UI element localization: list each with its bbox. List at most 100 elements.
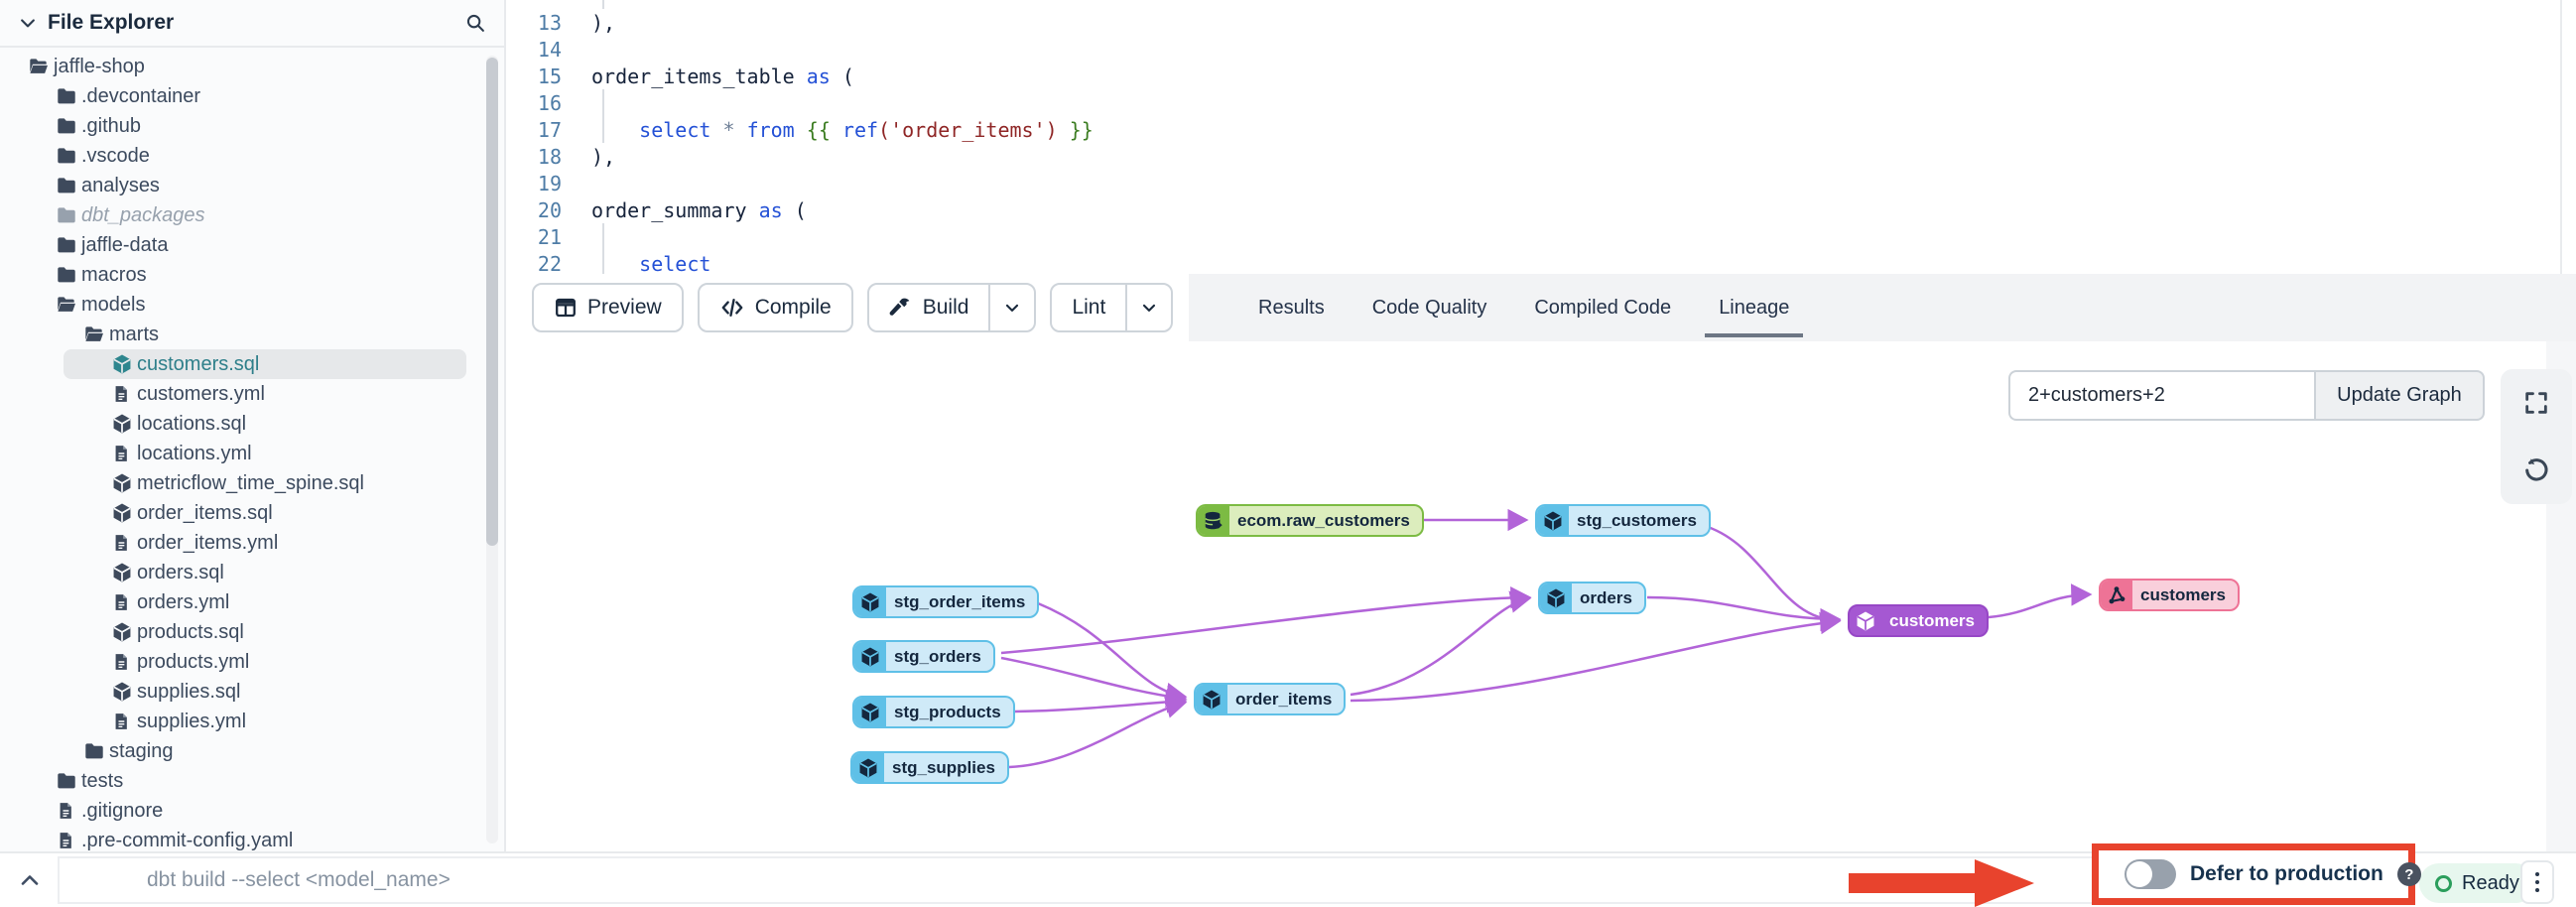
tree-item--gitignore[interactable]: .gitignore [0,796,504,826]
tree-item--pre-commit-config-yaml[interactable]: .pre-commit-config.yaml [0,826,504,851]
tab-code-quality[interactable]: Code Quality [1371,296,1487,319]
tree-item-metricflow-time-spine-sql[interactable]: metricflow_time_spine.sql [0,468,504,498]
line-number: 14 [537,37,562,62]
tree-item-label: tests [81,769,124,792]
lineage-node-stg-products[interactable]: stg_products [852,696,1015,728]
build-dropdown-button[interactable] [988,285,1034,330]
toolbar-buttons: Preview Compile Build Lint [508,274,1189,341]
tree-item-label: products.yml [137,650,250,673]
tree-item--vscode[interactable]: .vscode [0,141,504,171]
lineage-node-orders[interactable]: orders [1538,582,1646,614]
search-icon[interactable] [464,12,486,34]
chevron-down-icon[interactable] [18,13,38,33]
tree-item-tests[interactable]: tests [0,766,504,796]
model-cube-icon [1196,685,1227,713]
results-tabs: Results Code Quality Compiled Code Lineage [1189,274,2576,341]
tab-results[interactable]: Results [1258,296,1325,319]
code-line-17: 17 select * from {{ ref('order_items') }… [508,116,2556,143]
lineage-node-stg-order-items[interactable]: stg_order_items [852,585,1040,618]
node-label: stg_customers [1577,510,1697,530]
tree-item-label: order_items.sql [137,501,273,524]
status-badge: Ready [2419,863,2535,903]
lineage-node-customers-model[interactable]: customers [1848,604,1989,637]
chevron-down-icon [1002,298,1022,318]
build-button[interactable]: Build [866,283,1037,332]
tree-item--devcontainer[interactable]: .devcontainer [0,81,504,111]
tree-item-locations-yml[interactable]: locations.yml [0,439,504,468]
tree-item-label: dbt_packages [81,203,205,226]
line-number: 17 [537,117,562,142]
line-number: 22 [537,251,562,275]
folder-icon [56,175,81,196]
tree-item-label: .gitignore [81,799,164,822]
line-number: 19 [537,171,562,195]
lineage-node-order-items[interactable]: order_items [1194,683,1347,715]
folder-icon [56,115,81,137]
tree-item-macros[interactable]: macros [0,260,504,290]
edge-stg-orders-to-orders [1000,586,1532,655]
line-number: 16 [537,90,562,115]
lineage-node-customers-exposure[interactable]: customers [2099,579,2240,611]
edge-stg-orders-to-order-items [1000,656,1188,708]
tree-item-models[interactable]: models [0,290,504,320]
chevron-up-icon[interactable] [18,868,42,892]
tree-item-locations-sql[interactable]: locations.sql [0,409,504,439]
tree-item-customers-sql[interactable]: customers.sql [0,349,504,379]
tab-compiled-code[interactable]: Compiled Code [1534,296,1672,319]
tree-item-order-items-yml[interactable]: order_items.yml [0,528,504,558]
sidebar-scrollbar-thumb[interactable] [486,58,498,546]
lint-dropdown-button[interactable] [1125,285,1171,330]
tree-item-label: marts [109,323,159,345]
button-label: Preview [587,296,662,319]
lineage-node-stg-customers[interactable]: stg_customers [1535,504,1711,537]
tree-item-label: .pre-commit-config.yaml [81,829,294,851]
model-cube-icon [1537,506,1569,535]
sidebar-scrollbar[interactable] [486,56,498,843]
folder-icon [56,204,81,226]
tree-item-products-sql[interactable]: products.sql [0,617,504,647]
lineage-selector-input[interactable] [2008,370,2314,421]
lineage-node-stg-orders[interactable]: stg_orders [852,640,995,673]
help-icon[interactable]: ? [2396,862,2421,886]
tree-item-customers-yml[interactable]: customers.yml [0,379,504,409]
model-icon [111,472,137,494]
folder-open-icon [83,324,109,345]
folder-icon [56,770,81,792]
tree-item-supplies-sql[interactable]: supplies.sql [0,677,504,707]
lineage-node-stg-supplies[interactable]: stg_supplies [850,751,1009,784]
tree-item-staging[interactable]: staging [0,736,504,766]
tree-item-dbt-packages[interactable]: dbt_packages [0,200,504,230]
code-icon [719,295,745,321]
model-icon [111,353,137,375]
file-explorer-header: File Explorer [0,0,504,48]
editor-scrollbar[interactable] [2560,0,2562,274]
tree-item-orders-yml[interactable]: orders.yml [0,587,504,617]
tree-item-order-items-sql[interactable]: order_items.sql [0,498,504,528]
reset-view-button[interactable] [2512,447,2560,494]
tree-item-products-yml[interactable]: products.yml [0,647,504,677]
preview-button[interactable]: Preview [532,283,684,332]
code-line-22: 22 select [508,250,2556,274]
compile-button[interactable]: Compile [697,283,853,332]
fullscreen-button[interactable] [2512,379,2560,427]
doc-icon [111,592,137,612]
defer-to-production-toggle[interactable] [2125,859,2176,889]
lint-button[interactable]: Lint [1050,283,1174,332]
tree-item-marts[interactable]: marts [0,320,504,349]
tree-item-orders-sql[interactable]: orders.sql [0,558,504,587]
tree-item-jaffle-data[interactable]: jaffle-data [0,230,504,260]
update-graph-button[interactable]: Update Graph [2314,370,2485,421]
tree-item-label: locations.sql [137,412,247,435]
kebab-menu-button[interactable] [2520,860,2554,904]
tree-item-jaffle-shop[interactable]: jaffle-shop [0,52,504,81]
tree-item-supplies-yml[interactable]: supplies.yml [0,707,504,736]
tree-item--github[interactable]: .github [0,111,504,141]
doc-icon [111,444,137,463]
tree-item-label: .github [81,114,142,137]
model-icon [111,413,137,435]
lineage-node-ecom-raw-customers[interactable]: ecom.raw_customers [1196,504,1424,537]
tree-item-analyses[interactable]: analyses [0,171,504,200]
tab-lineage[interactable]: Lineage [1695,274,1813,341]
